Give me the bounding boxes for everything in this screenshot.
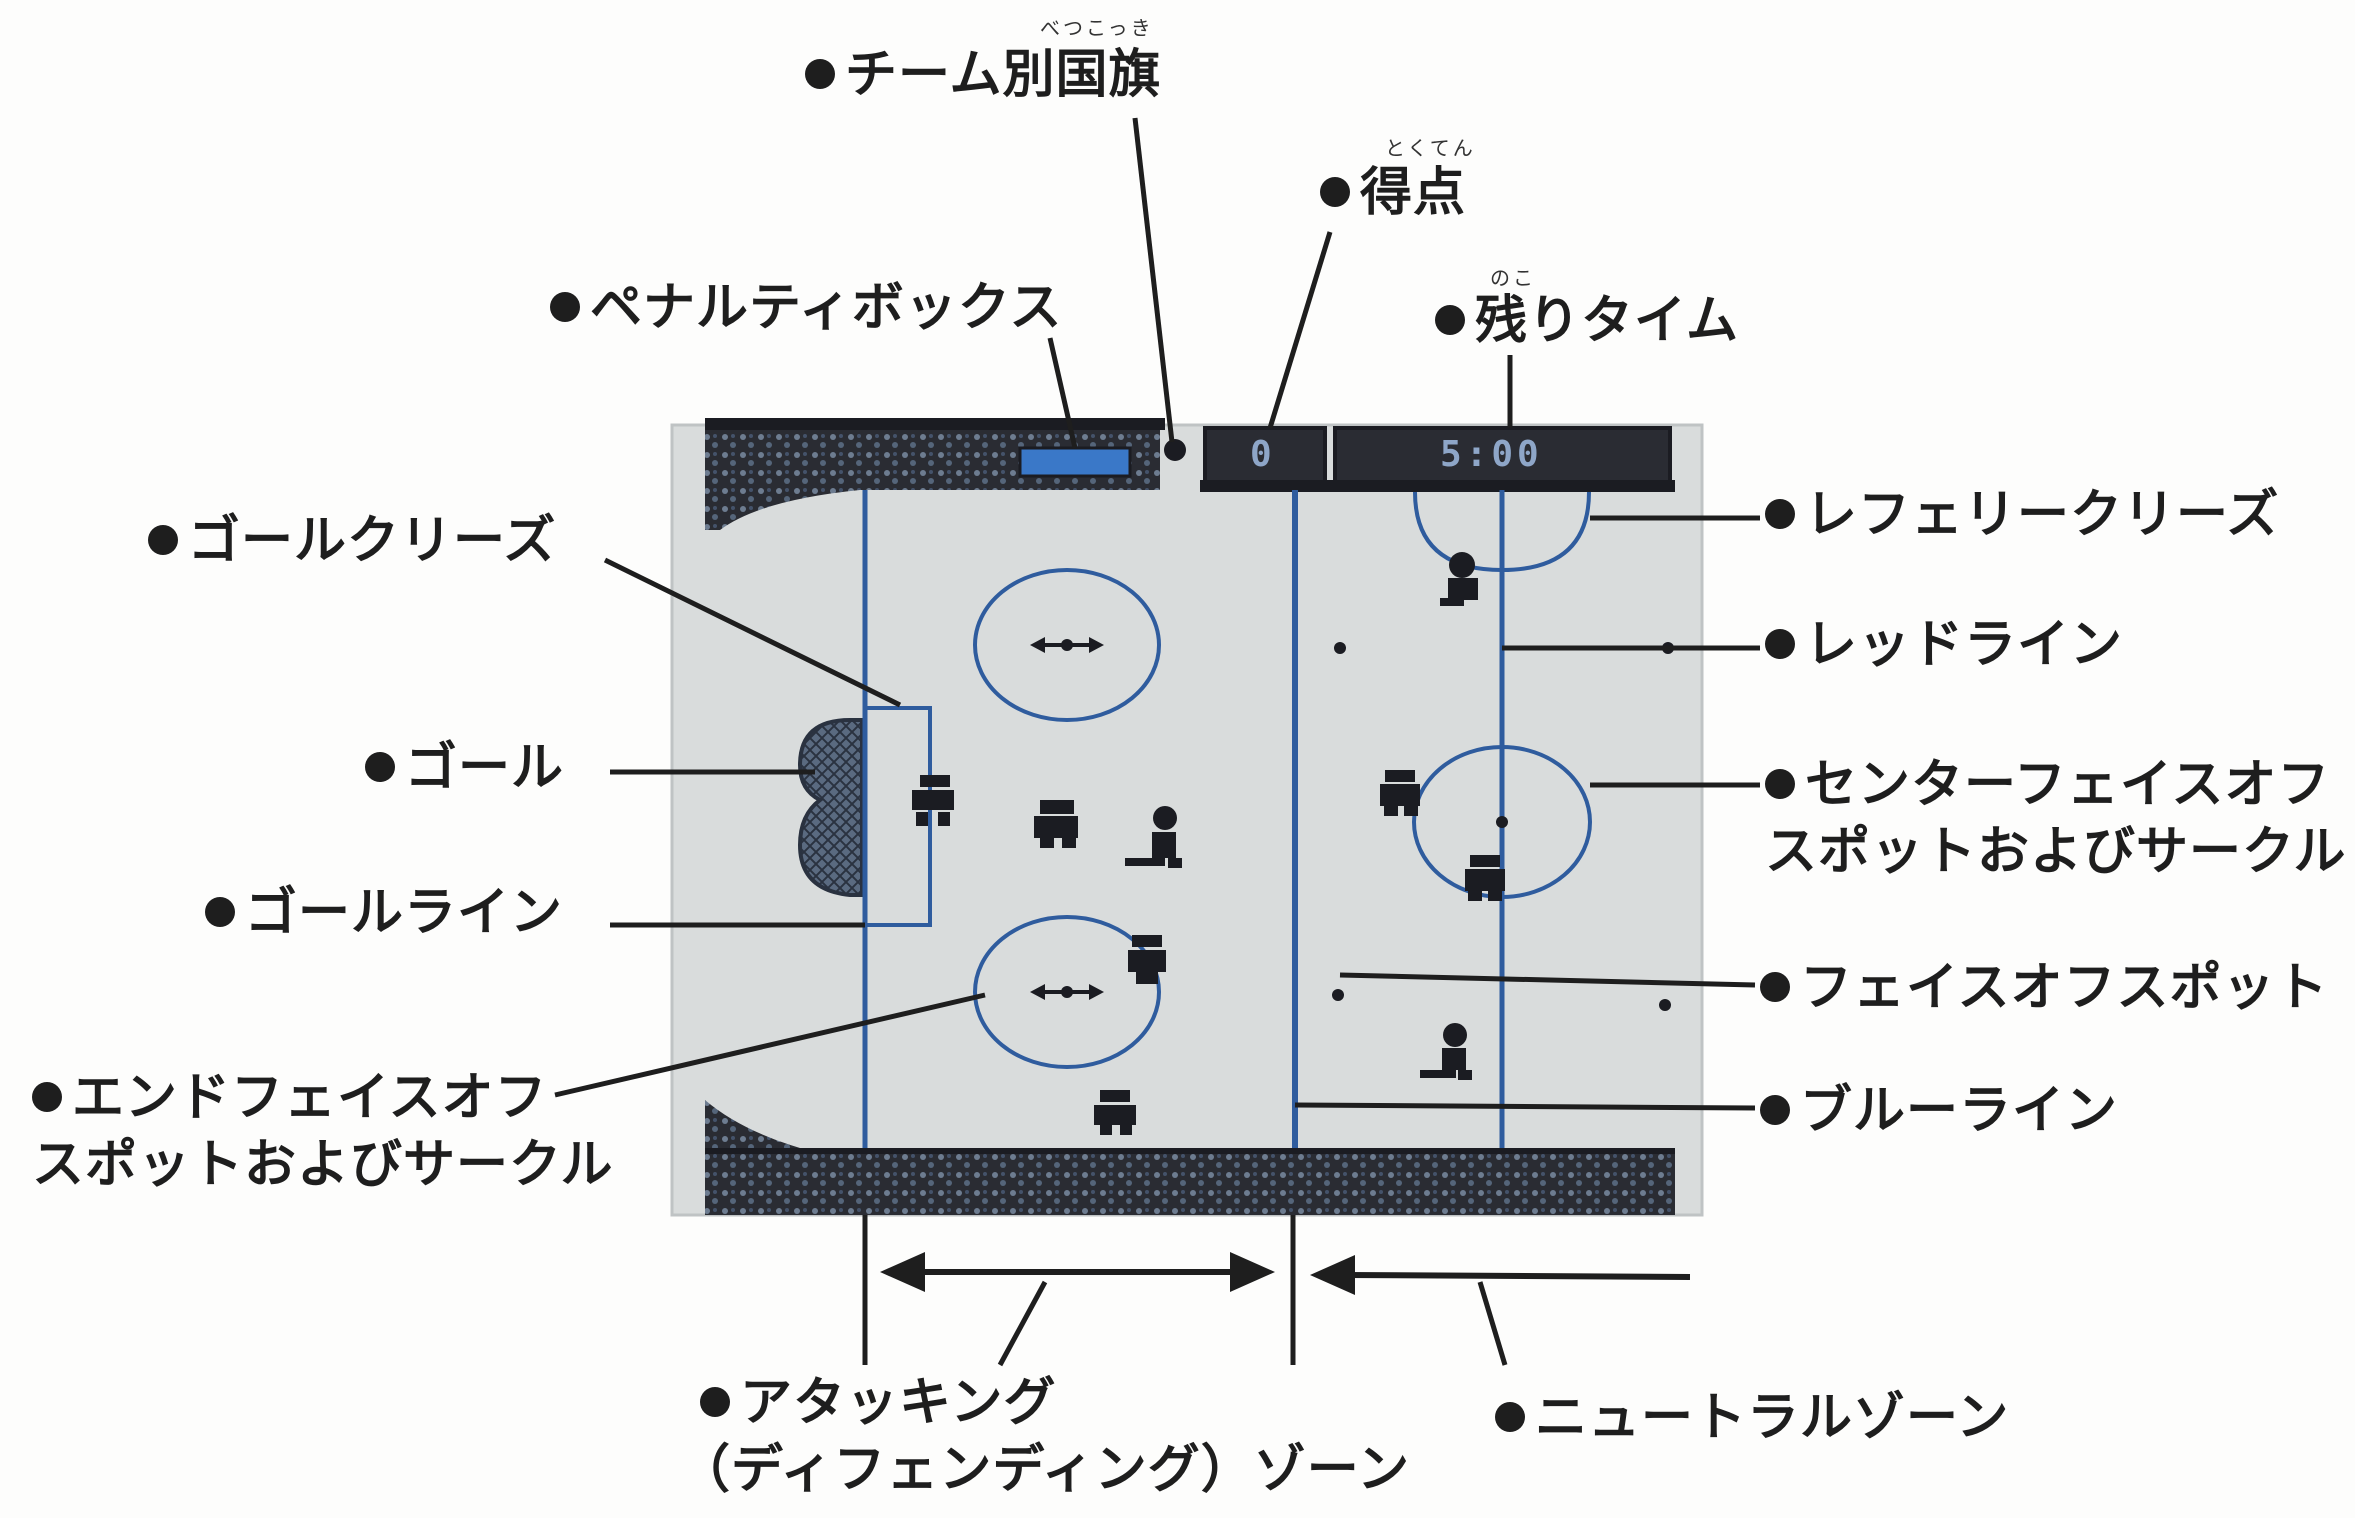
bullet-icon (805, 59, 835, 89)
label-faceoff-spot: フェイスオフスポット (1760, 955, 2328, 1022)
bullet-icon (1320, 177, 1350, 207)
faceoff-spot (1332, 989, 1344, 1001)
score-value: 0 (1250, 434, 1272, 475)
penalty-box (1018, 446, 1132, 478)
top-boards (705, 418, 1160, 530)
player-icon (1380, 770, 1420, 816)
player-icon (1420, 1023, 1472, 1080)
bullet-icon (1495, 1402, 1525, 1432)
bullet-icon (1760, 972, 1790, 1002)
bullet-icon (365, 752, 395, 782)
neutral-zone-arrow (1310, 1255, 1691, 1295)
label-blue-line: ブルーライン (1760, 1078, 2118, 1145)
label-referee-crease: レフェリークリーズ (1765, 482, 2279, 549)
bullet-icon (700, 1387, 730, 1417)
faceoff-spot (1334, 642, 1346, 654)
faceoff-spot (1659, 999, 1671, 1011)
label-red-line: レッドライン (1765, 612, 2123, 679)
label-attacking-zone: アタッキング （ディフェンディング）ゾーン (678, 1373, 1411, 1500)
time-value: 5:00 (1440, 434, 1543, 475)
end-faceoff-spot-bottom (1030, 984, 1104, 1000)
bottom-boards (705, 1100, 1675, 1215)
bullet-icon (205, 897, 235, 927)
label-goal: ゴール (365, 735, 564, 802)
remaining-time-ruby: のこ (1490, 266, 1536, 290)
player-icon (1440, 552, 1478, 606)
label-goal-crease: ゴールクリーズ (148, 508, 556, 575)
label-goal-line: ゴールライン (205, 880, 563, 947)
bullet-icon (1765, 629, 1795, 659)
label-center-faceoff: センターフェイスオフ スポットおよびサークル (1765, 755, 2347, 882)
end-faceoff-spot-top (1030, 637, 1104, 653)
leader-lines (554, 117, 1760, 1367)
end-faceoff-circle-bottom (973, 915, 1161, 1069)
bullet-icon (550, 292, 580, 322)
bullet-icon (1760, 1095, 1790, 1125)
bullet-icon (32, 1082, 62, 1112)
label-score: 得点 (1320, 160, 1466, 227)
player-icon (1034, 800, 1078, 848)
label-team-flag: チーム別国旗 (805, 42, 1161, 109)
end-faceoff-circle-top (973, 568, 1161, 722)
bullet-icon (1765, 499, 1795, 529)
bullet-icon (1435, 305, 1465, 335)
label-neutral-zone: ニュートラルゾーン (1495, 1385, 2009, 1452)
goal-net (797, 718, 864, 897)
referee-crease (1413, 491, 1591, 573)
player-icon (1094, 1090, 1136, 1135)
label-penalty-box: ペナルティボックス (550, 275, 1062, 342)
team-flag-ruby: べつこっき (1040, 16, 1154, 40)
score-ruby: とくてん (1385, 136, 1476, 160)
goal-crease (865, 706, 932, 927)
label-end-faceoff: エンドフェイスオフ スポットおよびサークル (32, 1068, 614, 1195)
score-box (1203, 426, 1327, 485)
bullet-icon (148, 525, 178, 555)
bullet-icon (1765, 769, 1795, 799)
team-flag (1164, 439, 1186, 461)
player-icon (1128, 935, 1166, 984)
label-remaining-time: 残りタイム (1435, 288, 1739, 355)
player-icon (1125, 806, 1182, 868)
attacking-zone-arrow (880, 1252, 1275, 1292)
player-icon (1465, 855, 1505, 901)
player-icon (912, 775, 954, 826)
